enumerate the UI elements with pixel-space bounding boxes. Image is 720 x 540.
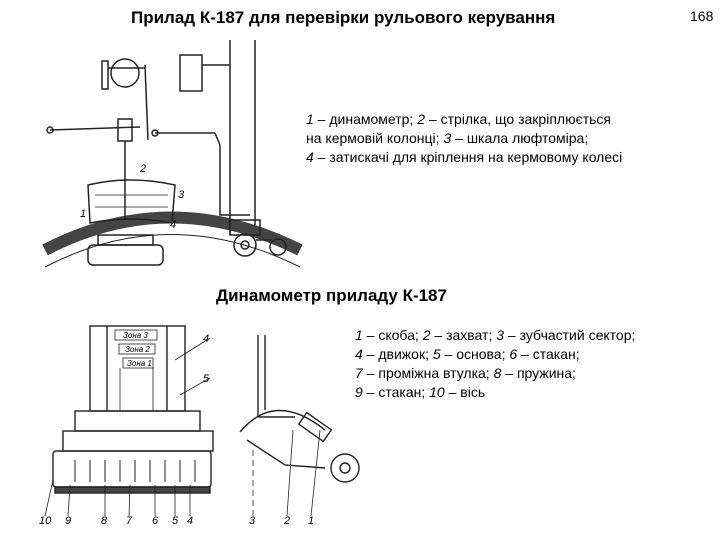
- fig2-label-3: 3: [249, 515, 256, 527]
- fig2-label-10: 10: [39, 515, 52, 527]
- legend-num: 8: [493, 365, 502, 381]
- legend-num: 1: [355, 327, 363, 343]
- fig1-label-2: 2: [139, 163, 146, 175]
- fig2-label-4: 4: [203, 333, 209, 345]
- legend-text: – шкала люфтоміра;: [451, 130, 589, 146]
- legend-text: на кермовій колонці;: [306, 130, 444, 146]
- legend1-line: на кермовій колонці; 3 – шкала люфтоміра…: [306, 129, 706, 148]
- legend2-line: 7 – проміжна втулка; 8 – пружина;: [355, 364, 715, 383]
- legend-text: – затискачі для кріплення на кермовому к…: [313, 149, 623, 165]
- legend1-line: 1 – динамометр; 2 – стрілка, що закріплю…: [306, 110, 706, 129]
- figure2-title: Динамометр приладу К-187: [216, 286, 447, 305]
- legend-text: – движок;: [362, 346, 433, 362]
- fig2-label-6: 6: [152, 515, 159, 527]
- legend-text: – пружина;: [501, 365, 576, 381]
- figure2-legend: 1 – скоба; 2 – захват; 3 – зубчастий сек…: [355, 326, 715, 402]
- legend-text: – проміжна втулка;: [362, 365, 494, 381]
- page-number: 168: [690, 8, 714, 24]
- legend-num: 6: [509, 346, 518, 362]
- legend-num: 2: [417, 111, 426, 127]
- figure1-drawing: 1 2 3 4: [42, 40, 303, 268]
- page-title: Прилад К-187 для перевірки рульового кер…: [131, 8, 556, 27]
- fig2-label-1: 1: [308, 515, 314, 527]
- legend-text: – стакан;: [517, 346, 580, 362]
- fig2-label-8: 8: [101, 515, 108, 527]
- fig2-label-4b: 4: [187, 515, 193, 527]
- figure1-legend: 1 – динамометр; 2 – стрілка, що закріплю…: [306, 110, 706, 167]
- zone-1-label: Зона 1: [127, 359, 152, 368]
- fig1-label-4: 4: [170, 219, 176, 231]
- legend-text: – захват;: [430, 327, 497, 343]
- figure2-drawing: Зона 3 Зона 2 Зона 1 4 5 10 9 8 7 6 5 4 …: [39, 325, 360, 527]
- legend-num: 1: [306, 111, 314, 127]
- legend-text: – стрілка, що закріплюється: [425, 111, 612, 127]
- legend2-line: 4 – движок; 5 – основа; 6 – стакан;: [355, 345, 715, 364]
- legend-text: – динамометр;: [313, 111, 418, 127]
- legend-text: – зубчастий сектор;: [504, 327, 636, 343]
- legend-num: 10: [429, 384, 445, 400]
- legend-num: 7: [355, 365, 363, 381]
- zone-3-label: Зона 3: [123, 331, 148, 340]
- legend-num: 4: [355, 346, 363, 362]
- legend-num: 4: [306, 149, 314, 165]
- legend-text: – вісь: [444, 384, 486, 400]
- fig2-label-5b: 5: [172, 515, 179, 527]
- fig2-label-5: 5: [203, 373, 210, 385]
- fig2-label-9: 9: [65, 515, 71, 527]
- fig2-label-2: 2: [283, 515, 290, 527]
- fig2-label-7: 7: [126, 515, 133, 527]
- zone-2-label: Зона 2: [125, 345, 150, 354]
- legend-num: 5: [432, 346, 441, 362]
- fig1-label-3: 3: [178, 189, 185, 201]
- legend-text: – стакан;: [362, 384, 430, 400]
- legend-num: 2: [422, 327, 431, 343]
- legend2-line: 9 – стакан; 10 – вісь: [355, 383, 715, 402]
- legend-text: – основа;: [440, 346, 510, 362]
- fig1-label-1: 1: [80, 208, 86, 220]
- legend2-line: 1 – скоба; 2 – захват; 3 – зубчастий сек…: [355, 326, 715, 345]
- legend1-line: 4 – затискачі для кріплення на кермовому…: [306, 148, 706, 167]
- legend-num: 3: [443, 130, 452, 146]
- legend-num: 9: [355, 384, 363, 400]
- legend-num: 3: [496, 327, 505, 343]
- legend-text: – скоба;: [362, 327, 423, 343]
